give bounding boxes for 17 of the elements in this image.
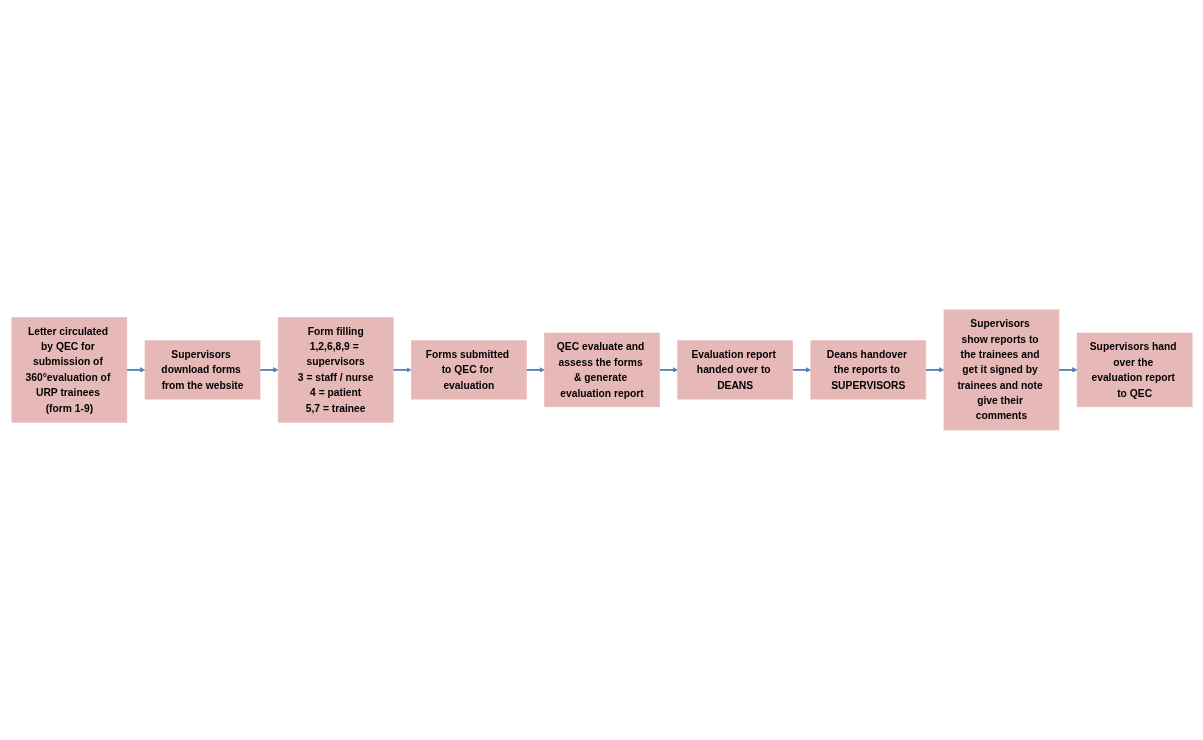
arrow	[125, 367, 145, 373]
node-box: Forms submitted to QEC for evaluation	[410, 340, 527, 400]
node-box: Form filling 1,2,6,8,9 = supervisors 3 = staff / nurse 4 = patient 5,7 = trainee	[277, 317, 393, 423]
arrow	[1057, 367, 1077, 373]
node-box: Supervisors hand over the evaluation report to QEC	[1076, 332, 1192, 408]
node-box: Letter circulated by QEC for submission of 360°evaluation of URP trainees (form 1-9)	[11, 317, 127, 423]
arrow	[924, 367, 944, 373]
arrow	[258, 367, 278, 373]
node-box: Supervisors download forms from the website	[144, 340, 260, 400]
arrow	[391, 367, 412, 373]
arrow	[658, 367, 678, 373]
arrow	[524, 367, 545, 373]
arrow	[791, 367, 811, 373]
node-box: Supervisors show reports to the trainees and get it signed by trainees and note give their comments	[943, 309, 1059, 431]
node-box: Evaluation report handed over to DEANS	[676, 340, 793, 400]
node-box: Deans handover the reports to SUPERVISORS	[810, 340, 926, 400]
node-box: QEC evaluate and assess the forms & generate evaluation report	[543, 332, 660, 408]
